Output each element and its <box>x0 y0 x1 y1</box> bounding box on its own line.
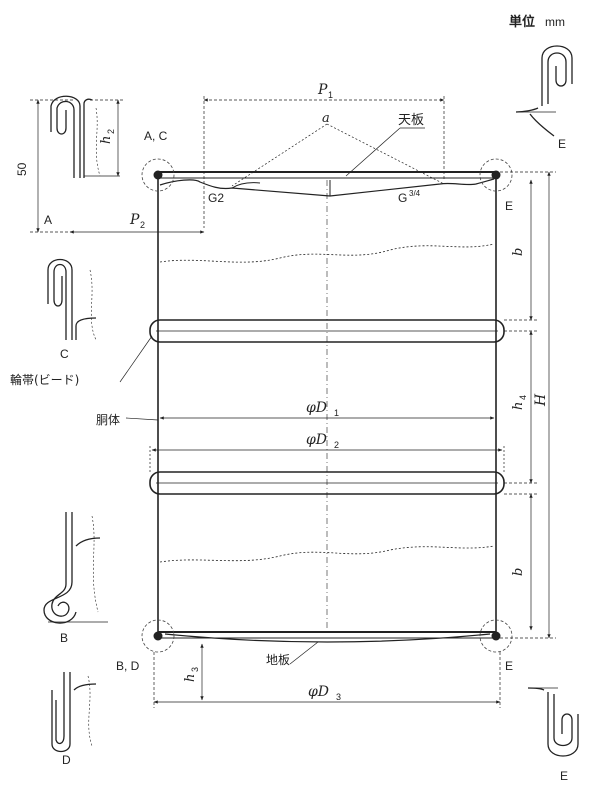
top-plate-label: 天板 <box>398 113 424 128</box>
e-bottom-label: E <box>505 659 513 673</box>
detail-e-bottom-seam <box>527 687 579 757</box>
g34-frac: 3/4 <box>409 189 421 198</box>
h2-label: h <box>99 136 114 144</box>
ac-label: A, C <box>144 129 168 143</box>
detail-e-top-seam <box>515 45 573 137</box>
unit-label: 単位 <box>509 14 535 30</box>
g2-label: G2 <box>208 191 224 205</box>
detail-e-top-label: E <box>558 137 566 151</box>
p2-sub: 2 <box>140 220 145 230</box>
p1-sub: 1 <box>328 90 333 100</box>
detail-a-seam <box>30 95 124 233</box>
dim-50: 50 <box>15 162 29 176</box>
b-top-label: b <box>511 248 526 256</box>
detail-c-seam <box>47 258 97 341</box>
p1-label: P <box>317 82 328 98</box>
body-label: 胴体 <box>96 413 120 427</box>
a-label: a <box>322 111 330 126</box>
h4-label: h <box>511 402 526 410</box>
d1-sub: 1 <box>334 408 339 418</box>
bd-label: B, D <box>116 659 140 673</box>
detail-b-label: B <box>60 631 68 645</box>
detail-a-label: A <box>44 213 52 227</box>
drum-body <box>149 170 505 643</box>
h3-sub: 3 <box>190 667 200 672</box>
dimension-lines <box>69 96 556 708</box>
d2-sub: 2 <box>334 440 339 450</box>
unit-value: mm <box>545 15 565 29</box>
bottom-plate-label: 地板 <box>266 653 290 667</box>
d1-label: φD <box>306 400 327 416</box>
detail-e-bottom-label: E <box>560 769 568 783</box>
h-total-label: H <box>533 393 549 407</box>
h4-sub: 4 <box>518 395 528 400</box>
d3-sub: 3 <box>336 692 341 702</box>
p2-label: P <box>129 212 140 228</box>
g34-label: G <box>398 191 407 205</box>
bead-label: 輪帯(ビード) <box>10 372 79 387</box>
detail-b-seam <box>43 512 108 624</box>
detail-d-label: D <box>62 753 71 767</box>
b-bottom-label: b <box>511 568 526 576</box>
h2-sub: 2 <box>106 129 116 134</box>
detail-d-seam <box>51 672 97 753</box>
detail-circles <box>141 158 513 653</box>
h3-label: h <box>183 674 198 682</box>
d2-label: φD <box>306 432 327 448</box>
detail-c-label: C <box>60 347 69 361</box>
e-top-label: E <box>505 199 513 213</box>
d3-label: φD <box>308 684 329 700</box>
